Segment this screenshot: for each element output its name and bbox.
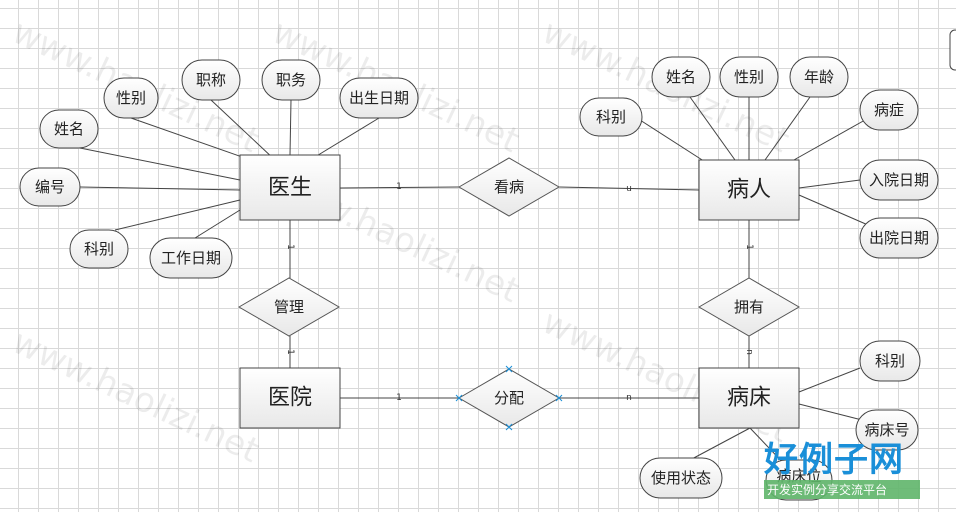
attr-bed-status[interactable]: 使用状态 bbox=[639, 457, 723, 499]
attr-doctor-id[interactable]: 编号 bbox=[19, 167, 81, 207]
haolizi-logo: 好例子网 开发实例分享交流平台 bbox=[764, 440, 920, 499]
attr-doctor-workdate[interactable]: 工作日期 bbox=[149, 237, 233, 279]
attr-patient-admit-date[interactable]: 入院日期 bbox=[859, 159, 939, 201]
logo-subtitle: 开发实例分享交流平台 bbox=[764, 480, 920, 499]
card-hospital-assign: 1 bbox=[396, 393, 402, 403]
offscreen-shape bbox=[949, 29, 956, 71]
logo-title: 好例子网 bbox=[764, 440, 904, 480]
attr-doctor-position[interactable]: 职务 bbox=[261, 59, 321, 101]
relation-assign[interactable]: 分配 bbox=[455, 365, 563, 431]
svg-text:医生: 医生 bbox=[268, 176, 312, 201]
card-assign-bed: n bbox=[626, 393, 632, 403]
svg-text:科别: 科别 bbox=[875, 352, 905, 370]
card-own-bed: n bbox=[744, 349, 754, 355]
attr-patient-gender[interactable]: 性别 bbox=[719, 56, 779, 98]
card-patient-own: 1 bbox=[744, 244, 754, 250]
entity-hospital[interactable]: 医院 bbox=[239, 367, 341, 429]
attr-bed-number[interactable]: 病床号 bbox=[855, 409, 919, 451]
entity-patient[interactable]: 病人 bbox=[698, 159, 800, 221]
svg-text:出生日期: 出生日期 bbox=[349, 89, 409, 107]
relation-own[interactable]: 拥有 bbox=[698, 277, 800, 337]
attr-patient-discharge-date[interactable]: 出院日期 bbox=[859, 217, 939, 259]
svg-text:医院: 医院 bbox=[268, 386, 312, 411]
attr-doctor-name[interactable]: 姓名 bbox=[39, 109, 99, 149]
svg-text:管理: 管理 bbox=[274, 298, 304, 316]
attr-patient-disease[interactable]: 病症 bbox=[859, 89, 919, 131]
entity-doctor[interactable]: 医生 bbox=[239, 154, 341, 221]
entity-bed[interactable]: 病床 bbox=[698, 367, 800, 429]
svg-text:科别: 科别 bbox=[596, 108, 626, 126]
svg-text:病症: 病症 bbox=[874, 101, 904, 119]
relation-treat[interactable]: 看病 bbox=[458, 157, 560, 217]
svg-text:使用状态: 使用状态 bbox=[651, 469, 711, 487]
svg-text:www.haolizi.net: www.haolizi.net bbox=[6, 322, 265, 471]
svg-text:性别: 性别 bbox=[734, 68, 764, 86]
svg-text:编号: 编号 bbox=[35, 178, 65, 196]
attr-bed-dept[interactable]: 科别 bbox=[859, 340, 921, 382]
attr-doctor-title[interactable]: 职称 bbox=[181, 59, 241, 101]
svg-text:出院日期: 出院日期 bbox=[869, 229, 929, 247]
svg-text:拥有: 拥有 bbox=[734, 298, 764, 316]
attr-doctor-dept[interactable]: 科别 bbox=[69, 229, 129, 269]
svg-text:职称: 职称 bbox=[196, 71, 226, 89]
attr-doctor-birthdate[interactable]: 出生日期 bbox=[339, 77, 419, 119]
svg-text:病床: 病床 bbox=[727, 386, 771, 411]
card-doctor-manage: 1 bbox=[285, 244, 295, 250]
svg-text:姓名: 姓名 bbox=[666, 68, 696, 86]
svg-text:入院日期: 入院日期 bbox=[869, 171, 929, 189]
svg-text:姓名: 姓名 bbox=[54, 120, 84, 138]
attr-patient-age[interactable]: 年龄 bbox=[789, 56, 849, 98]
attr-patient-dept[interactable]: 科别 bbox=[579, 97, 643, 137]
svg-text:病人: 病人 bbox=[727, 178, 771, 203]
attr-doctor-gender[interactable]: 性别 bbox=[103, 77, 159, 119]
relation-manage[interactable]: 管理 bbox=[238, 277, 340, 337]
card-treat-patient: n bbox=[626, 183, 632, 193]
attr-patient-name[interactable]: 姓名 bbox=[651, 56, 711, 98]
svg-text:看病: 看病 bbox=[494, 178, 524, 196]
card-doctor-treat: 1 bbox=[396, 182, 402, 192]
svg-text:科别: 科别 bbox=[84, 240, 114, 258]
svg-text:职务: 职务 bbox=[276, 71, 306, 89]
svg-text:病床号: 病床号 bbox=[864, 421, 909, 439]
svg-text:性别: 性别 bbox=[116, 89, 146, 107]
card-manage-hospital: 1 bbox=[285, 349, 295, 355]
svg-text:工作日期: 工作日期 bbox=[161, 249, 221, 267]
svg-text:分配: 分配 bbox=[494, 389, 524, 407]
svg-text:年龄: 年龄 bbox=[804, 68, 834, 86]
